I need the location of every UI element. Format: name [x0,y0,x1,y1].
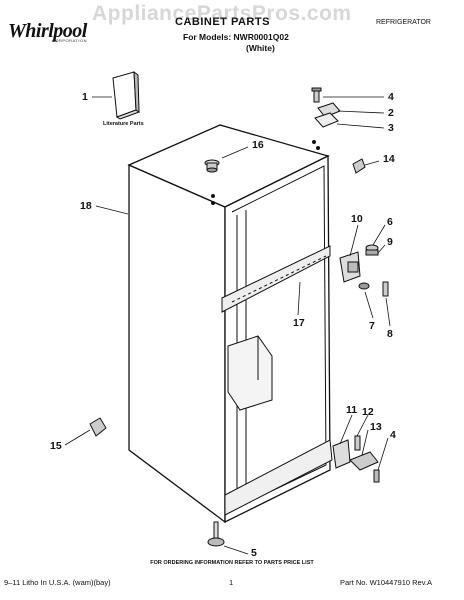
bottom-hinge-assembly [332,435,380,483]
callout-5: 5 [251,547,257,559]
model-numbers: For Models: NWR0001Q02 [183,32,289,42]
callout-17: 17 [293,317,305,329]
part-15-leveler [89,417,107,437]
brand-subtitle: CORPORATION [52,38,87,43]
callout-14: 14 [383,153,395,165]
callout-1: 1 [82,91,88,103]
callout-10: 10 [351,213,363,225]
callout-13: 13 [370,421,382,433]
callout-4-top: 4 [388,91,394,103]
callout-3: 3 [388,122,394,134]
ordering-info-note: FOR ORDERING INFORMATION REFER TO PARTS … [150,560,314,566]
page-title: CABINET PARTS [175,16,270,28]
callout-11: 11 [346,404,358,416]
watermark-text: AppliancePartsPros.com [92,2,352,25]
center-hinge-assembly [339,244,389,297]
appliance-type: REFRIGERATOR [376,19,431,26]
part-5-leveling-leg [207,521,225,547]
part-number: Part No. W10447910 Rev.A [340,578,432,587]
model-color: (White) [246,43,275,53]
callout-15: 15 [50,440,62,452]
callout-7: 7 [369,320,375,332]
callout-leader-lines [64,96,391,555]
refrigerator-cabinet [127,124,333,524]
callout-4-bottom: 4 [390,429,396,441]
callout-9: 9 [387,236,393,248]
literature-parts-label: Literature Parts [103,121,144,127]
callout-6: 6 [387,216,393,228]
page-number: 1 [229,578,234,587]
literature-parts-booklet [112,70,141,120]
part-16-cap [204,159,220,173]
callout-8: 8 [387,328,393,340]
top-hinge-assembly [311,87,341,128]
part-14-plug [352,158,366,174]
litho-info: 9–11 Litho In U.S.A. (wam)(bay) [4,578,111,587]
callout-12: 12 [362,406,374,418]
callout-16: 16 [252,139,264,151]
callout-18: 18 [80,200,92,212]
brand-logo: Whirlpool [8,20,87,42]
callout-2: 2 [388,107,394,119]
